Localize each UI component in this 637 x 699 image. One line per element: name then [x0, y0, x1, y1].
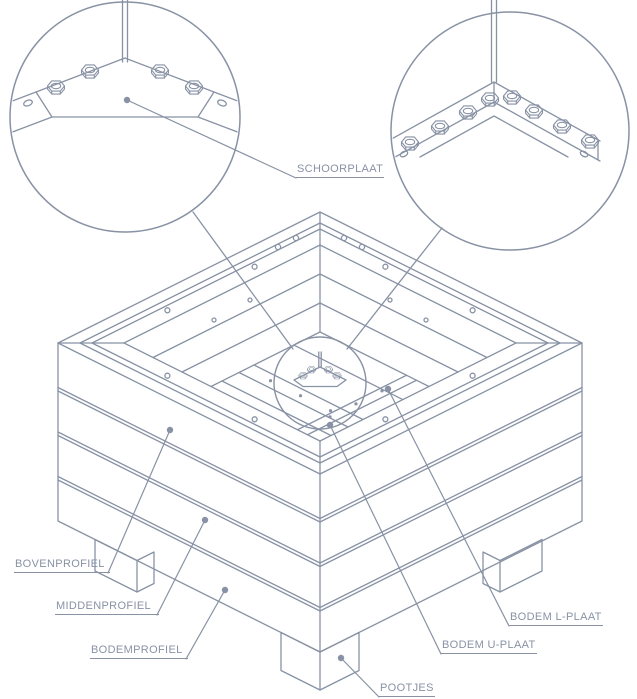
interior-screws [268, 379, 384, 419]
callout-dots [166, 385, 392, 662]
detail-circle-right [390, 0, 630, 251]
callout-leader-lines [107, 99, 510, 698]
corner-detail-marker-circle [273, 336, 367, 430]
label-schoorplaat: SCHOORPLAAT [296, 163, 385, 178]
hex-nut-icon [552, 119, 572, 134]
label-bodem-l-plaat: BODEM L-PLAAT [509, 611, 603, 626]
hex-nut-icon [46, 80, 66, 95]
label-bodem-u-plaat: BODEM U-PLAAT [441, 639, 537, 654]
label-pootjes: POOTJES [379, 682, 435, 697]
label-bodemprofiel: BODEMPROFIEL [90, 644, 188, 659]
label-bovenprofiel: BOVENPROFIEL [14, 558, 110, 573]
hex-nut-icon [502, 90, 522, 105]
threaded-rod [121, 0, 129, 63]
interior [152, 244, 488, 437]
feet [94, 538, 543, 691]
hex-nut-icon [184, 80, 204, 95]
hex-nut-icon [580, 134, 600, 149]
callout-connector-lines [192, 211, 443, 350]
rim-top [57, 211, 583, 475]
planter-isometric-drawing [57, 211, 583, 691]
hex-nut-icon [524, 104, 544, 119]
label-middenprofiel: MIDDENPROFIEL [55, 600, 159, 615]
rim-screws [164, 234, 476, 423]
detail-circle-left [9, 0, 241, 233]
bodem-l-plaat-part [296, 374, 418, 436]
inner-wall-screws [211, 297, 429, 323]
